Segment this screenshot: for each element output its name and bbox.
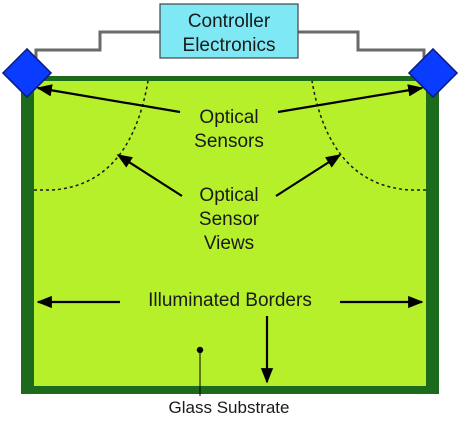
right-wire bbox=[298, 30, 426, 58]
left-wire bbox=[34, 30, 160, 58]
sensor-views-label-line2: Sensor bbox=[199, 209, 260, 230]
sensor-views-label-line1: Optical bbox=[199, 185, 258, 206]
right-sensor-view bbox=[311, 80, 426, 191]
glass-substrate-label: Glass Substrate bbox=[169, 398, 290, 417]
sensor-views-arrow-left bbox=[116, 154, 183, 197]
optical-sensors-arrow-right bbox=[277, 84, 424, 114]
controller-box bbox=[159, 3, 299, 59]
optical-sensors-arrow-left bbox=[36, 84, 181, 114]
optical-sensors-label-line2: Sensors bbox=[194, 131, 264, 152]
glass-substrate bbox=[34, 81, 426, 386]
sensor-views-arrow-right bbox=[275, 154, 342, 197]
controller-label-line2: Electronics bbox=[183, 35, 276, 56]
controller-label-line1: Controller bbox=[188, 11, 271, 32]
illuminated-borders-label: Illuminated Borders bbox=[148, 290, 312, 311]
optical-sensors-label-line1: Optical bbox=[199, 107, 258, 128]
sensor-views-label-line3: Views bbox=[204, 233, 254, 254]
